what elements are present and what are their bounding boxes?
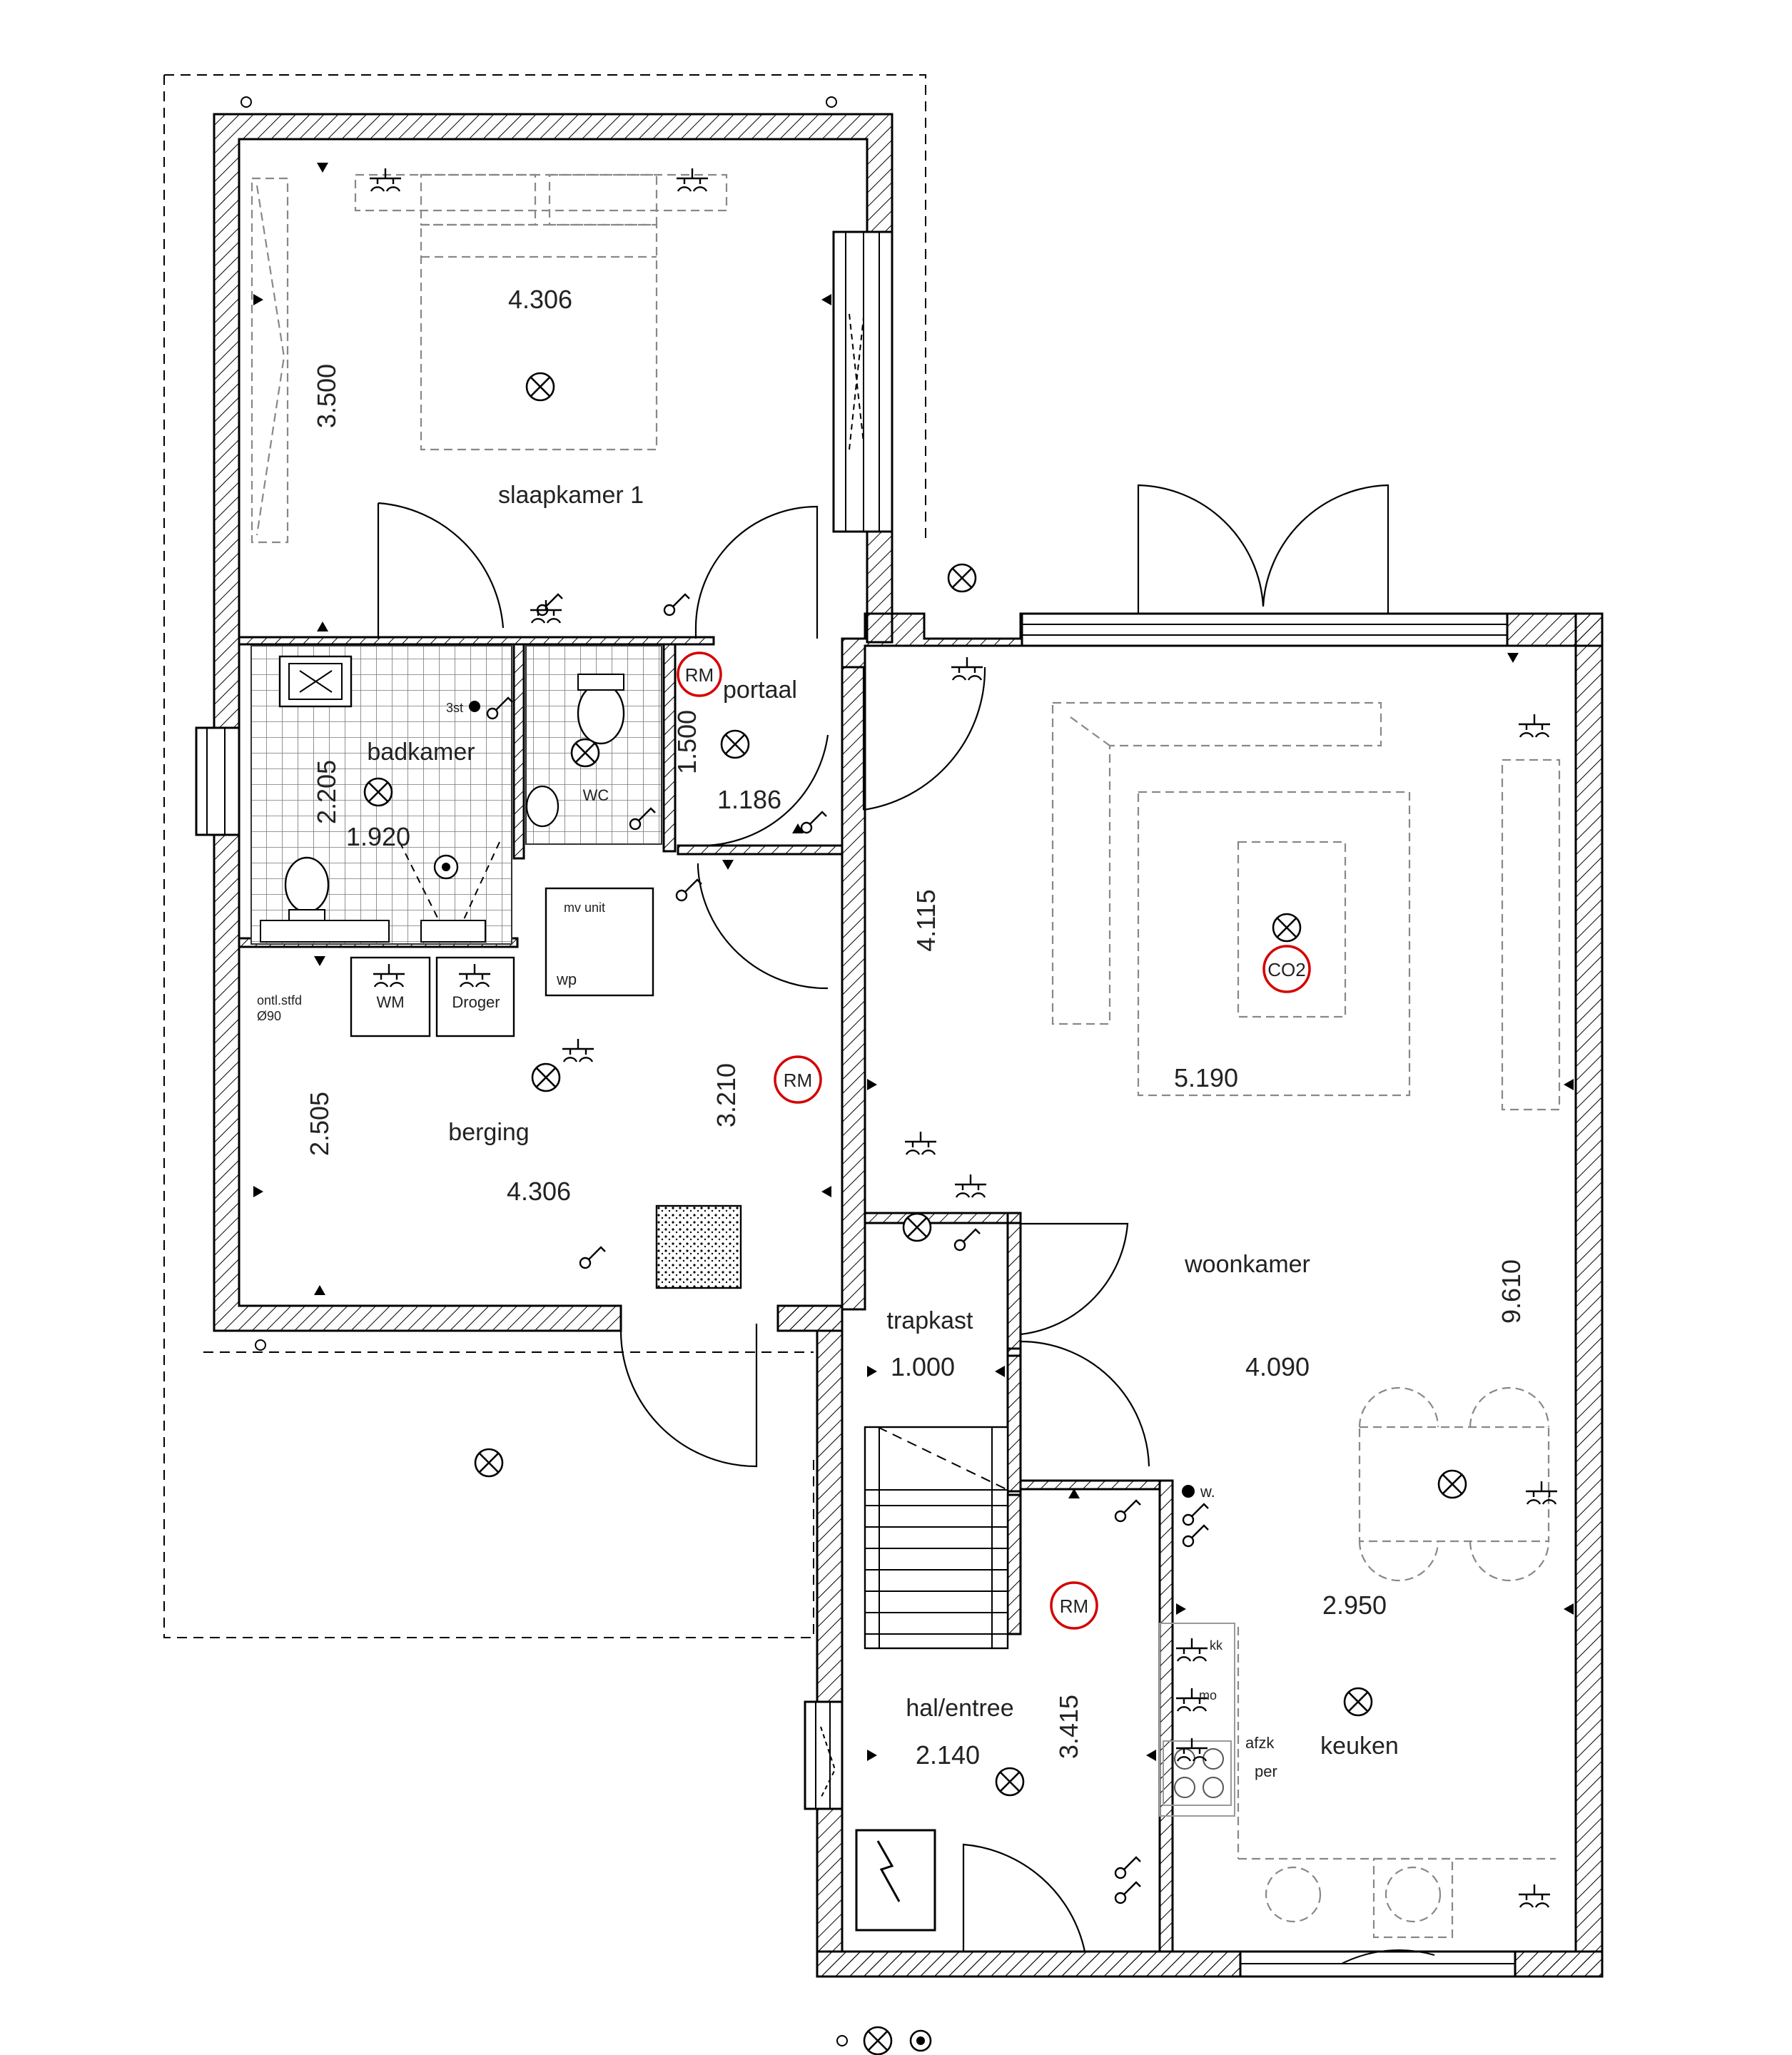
switch-icon — [953, 1228, 981, 1252]
heat-pump-label: wp — [556, 970, 577, 988]
co2-sensor-label: CO2 — [1267, 959, 1305, 980]
dim-slaapkamer-width: 4.306 — [508, 285, 572, 314]
dim-portaal-width: 1.186 — [717, 785, 781, 814]
switch-icon — [1182, 1503, 1210, 1526]
mv-unit-label: mv unit — [564, 900, 605, 915]
smoke-detector-label: RM — [1060, 1595, 1088, 1617]
three-way-switch-label: 3st — [446, 701, 463, 715]
room-name-berging: berging — [448, 1119, 529, 1146]
switch-icon — [536, 593, 564, 616]
dim-keuken-width: 2.950 — [1322, 1590, 1387, 1620]
room-labels: slaapkamer 1 4.306 3.500 badkamer 1.920 … — [305, 285, 1526, 1770]
switch-icon — [579, 1246, 607, 1269]
w-label: w. — [1200, 1483, 1215, 1501]
ceiling-light-icon — [995, 1767, 1025, 1797]
washing-machine-label: WM — [376, 993, 404, 1011]
dim-hall-depth: 4.115 — [911, 889, 941, 951]
socket-icon — [950, 656, 984, 681]
room-name-slaapkamer: slaapkamer 1 — [498, 482, 644, 509]
vent-size-label: Ø90 — [257, 1009, 281, 1023]
dim-woonkamer-width-2: 4.090 — [1245, 1352, 1310, 1381]
socket-icon — [529, 599, 563, 624]
furniture — [250, 173, 1561, 1939]
dryer-label: Droger — [452, 993, 500, 1011]
ceiling-light-icon — [570, 738, 600, 768]
ceiling-light-icon — [947, 563, 977, 593]
room-name-trapkast: trapkast — [887, 1307, 973, 1334]
doors — [377, 484, 1389, 1953]
smoke-detector-label: RM — [685, 664, 714, 686]
dim-portaal-depth: 1.500 — [672, 710, 702, 774]
ceiling-light-icon — [863, 2026, 893, 2055]
room-name-badkamer: badkamer — [367, 739, 475, 766]
kk-label: kk — [1210, 1638, 1223, 1653]
switch-icon — [663, 593, 691, 616]
ceiling-light-icon — [1272, 913, 1302, 943]
dim-woonkamer-width-1: 5.190 — [1174, 1063, 1238, 1092]
extractor-label-2: per — [1255, 1762, 1277, 1780]
socket-icon — [953, 1173, 988, 1199]
smoke-detector-label: RM — [784, 1070, 812, 1091]
switch-icon — [1114, 1499, 1142, 1523]
ceiling-light-icon — [902, 1212, 932, 1242]
ceiling-light-icon — [1437, 1469, 1467, 1499]
ceiling-light-icon — [720, 729, 750, 759]
room-name-wc: WC — [583, 786, 609, 804]
extractor-label: afzk — [1245, 1734, 1275, 1752]
vent-label: ontl.stfd — [257, 993, 302, 1008]
socket-icon — [675, 167, 709, 193]
socket-icon — [1524, 1480, 1559, 1506]
fixture-labels: RM RM RM CO2 mv unit wp WM Droger ontl.s… — [257, 664, 1306, 1780]
mo-label: mo — [1199, 1688, 1217, 1703]
dim-badkamer-width: 1.920 — [346, 822, 410, 851]
switch-icon — [1114, 1881, 1142, 1904]
bathroom-tiles — [250, 645, 662, 945]
socket-icon — [561, 1037, 595, 1063]
dim-berging-depth: 2.505 — [305, 1092, 334, 1156]
room-name-portaal: portaal — [723, 676, 797, 704]
socket-icon — [1175, 1637, 1209, 1663]
dim-berging-width: 4.306 — [507, 1177, 571, 1206]
ceiling-light-icon — [525, 372, 555, 402]
dim-berging-depth-2: 3.210 — [712, 1063, 741, 1127]
dim-trapkast-width: 1.000 — [891, 1352, 955, 1381]
switch-icon — [1182, 1524, 1210, 1548]
room-name-woonkamer: woonkamer — [1184, 1251, 1310, 1278]
room-name-keuken: keuken — [1320, 1732, 1399, 1760]
dim-woonkamer-depth: 9.610 — [1497, 1259, 1526, 1324]
roof-outline — [163, 74, 926, 1638]
switch-icon — [675, 878, 703, 902]
windows — [195, 230, 1517, 1978]
switch-icon — [800, 811, 828, 834]
dim-hal-width: 2.140 — [916, 1740, 980, 1770]
ceiling-light-icon — [474, 1448, 504, 1478]
room-name-hal: hal/entree — [906, 1695, 1013, 1722]
electrical-symbols — [241, 96, 1559, 2055]
socket-icon — [903, 1130, 938, 1156]
socket-icon — [368, 167, 403, 193]
socket-icon — [1517, 1883, 1551, 1909]
dim-hal-depth: 3.415 — [1054, 1695, 1083, 1759]
ceiling-light-icon — [363, 777, 393, 807]
dim-slaapkamer-depth: 3.500 — [312, 364, 341, 428]
switch-icon — [1114, 1856, 1142, 1879]
ceiling-light-icon — [531, 1062, 561, 1092]
ceiling-light-icon — [1343, 1687, 1373, 1717]
socket-icon — [1517, 713, 1551, 739]
dim-badkamer-depth: 2.205 — [312, 760, 341, 824]
